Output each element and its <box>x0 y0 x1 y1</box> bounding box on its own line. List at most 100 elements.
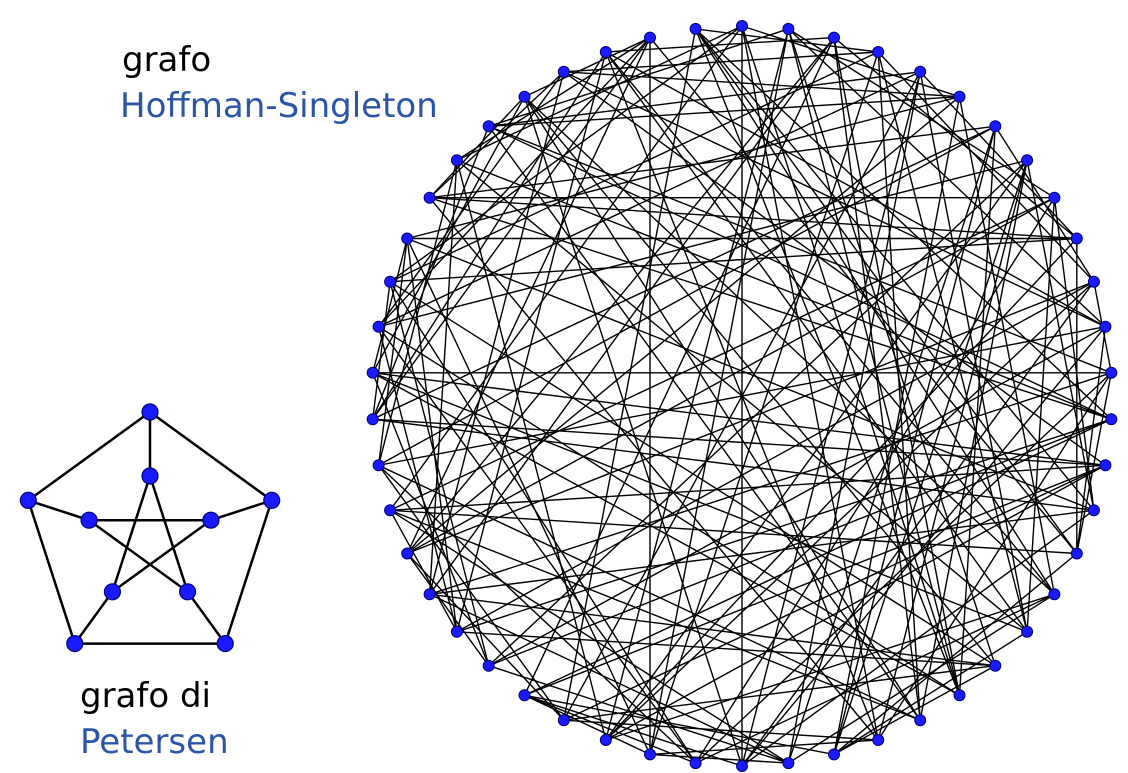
hs-edge <box>406 281 1095 555</box>
hs-edge <box>994 125 1095 283</box>
hs-edge <box>378 159 1028 328</box>
hs-vertex <box>1021 154 1034 167</box>
hs-edge <box>406 237 1095 511</box>
hs-edge <box>407 96 960 240</box>
hs-vertex <box>1105 366 1118 379</box>
hs-edge <box>456 418 1112 633</box>
hs-edge <box>429 509 1094 595</box>
hs-vertex <box>450 625 463 638</box>
petersen-edge <box>27 499 90 522</box>
hs-edge <box>372 372 960 696</box>
hs-edge <box>406 96 960 555</box>
petersen-vertex <box>80 511 98 529</box>
hs-edge <box>406 197 1055 555</box>
hs-edge <box>372 372 490 666</box>
petersen-vertex <box>216 634 234 653</box>
petersen-vertex <box>141 403 159 421</box>
petersen-edge <box>73 591 114 645</box>
hs-edge <box>372 281 391 420</box>
hs-vertex <box>423 588 436 601</box>
hs-vertex <box>401 547 414 560</box>
hs-vertex <box>644 748 656 761</box>
hs-vertex <box>644 31 656 44</box>
hs-edge <box>390 237 1077 283</box>
hs-edge <box>958 96 1056 595</box>
hs-vertex <box>1021 625 1034 638</box>
hs-edge <box>378 326 960 696</box>
hs-edge <box>877 51 1028 632</box>
hs-edge <box>389 51 879 283</box>
petersen-edge <box>149 410 273 502</box>
hs-edge <box>833 96 961 755</box>
hs-edge <box>563 28 697 721</box>
hs-vertex <box>366 413 379 426</box>
hs-edge <box>1076 326 1107 554</box>
hs-edge <box>833 665 996 756</box>
hs-vertex <box>599 734 612 746</box>
petersen-vertex <box>19 491 37 509</box>
hs-edge <box>563 71 1106 328</box>
hs-edge <box>695 28 1055 595</box>
hs-vertex <box>953 90 966 103</box>
hs-edge <box>523 96 996 667</box>
petersen-edge <box>88 519 189 593</box>
hs-edge <box>406 238 458 632</box>
hs-edge <box>406 37 835 554</box>
hs-vertex <box>384 504 397 517</box>
hs-vertex <box>557 65 570 78</box>
hs-edge <box>372 418 1106 466</box>
hs-edge <box>649 51 879 755</box>
hs-edge <box>695 372 1112 764</box>
hs-edge <box>605 281 1095 741</box>
hs-edge <box>389 509 789 764</box>
hs-vertex <box>736 20 748 32</box>
hs-edge <box>488 71 921 127</box>
hs-edge <box>372 125 996 420</box>
hs-edge <box>378 464 697 764</box>
hs-edge <box>429 37 835 595</box>
hs-vertex <box>1099 459 1112 472</box>
hs-edge <box>429 197 1077 240</box>
hs-edge <box>1026 160 1095 511</box>
petersen-edge <box>27 500 76 644</box>
hs-edge <box>378 125 996 466</box>
hs-vertex <box>423 191 436 204</box>
hs-edge <box>406 37 651 554</box>
hs-edge <box>456 631 996 667</box>
hs-vertex <box>518 90 531 103</box>
hs-vertex <box>828 31 840 44</box>
hs-edge <box>1053 197 1095 511</box>
hs-edge <box>833 552 1078 755</box>
hs-edge <box>488 418 1112 667</box>
hs-edge <box>488 665 789 764</box>
hs-edge <box>524 694 696 764</box>
petersen-title-line2: Petersen <box>80 722 229 762</box>
hs-edge <box>741 25 961 696</box>
hs-edge <box>372 372 1028 633</box>
hs-edge <box>877 51 1095 283</box>
hs-edge <box>1076 372 1112 554</box>
petersen-vertex <box>103 583 122 601</box>
hs-vertex <box>989 120 1002 133</box>
hs-edge <box>958 126 996 696</box>
hs-vertex <box>782 22 795 35</box>
hs-vertex <box>953 689 966 702</box>
hs-edge <box>377 326 458 632</box>
hs-vertex <box>1087 504 1100 517</box>
hs-edge <box>406 238 651 755</box>
hs-edge <box>456 51 607 632</box>
hs-edge <box>377 160 458 466</box>
hs-edge <box>605 464 1106 741</box>
petersen-vertex <box>202 511 220 529</box>
hs-edge <box>523 96 743 767</box>
hs-edge <box>787 28 961 696</box>
hs-edge <box>372 372 1106 466</box>
hs-vertex <box>372 459 385 472</box>
hs-edge <box>695 28 879 53</box>
hs-edge <box>372 126 490 420</box>
hs-edge <box>563 51 879 73</box>
petersen-vertex <box>263 491 281 509</box>
hs-edge <box>406 553 490 667</box>
